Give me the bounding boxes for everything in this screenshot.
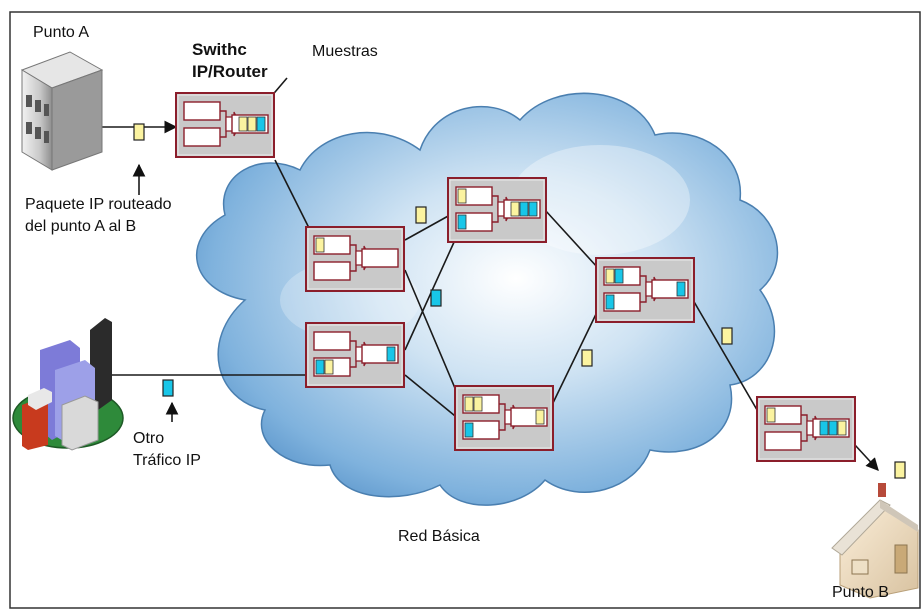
queued-packet [519,201,529,217]
packet-arrived-b [894,461,906,479]
muestras-label: Muestras [312,43,378,60]
queued-packet [535,409,545,425]
packet-in-transit [721,327,733,345]
queued-packet [510,201,520,217]
queued-packet [605,294,615,310]
outer-frame [9,11,921,609]
queued-packet [464,422,474,438]
queued-packet [614,268,624,284]
queued-packet [315,237,325,253]
router-2 [305,322,405,388]
queued-packet [828,420,838,436]
packet-in-transit [430,289,442,307]
router-entry [175,92,275,158]
paquete-label-line1: Paquete IP routeado [25,196,172,213]
packet-a-to-b [133,123,145,141]
city-buildings-icon [12,318,124,451]
otro-trafico-label-line1: Otro [133,430,165,447]
queued-packet [457,214,467,230]
queued-packet [819,420,829,436]
queued-packet [386,346,396,362]
queued-packet [766,407,776,423]
packet-in-transit [581,349,593,367]
paquete-label-line2: del punto A al B [25,218,137,235]
otro-trafico-label-line2: Tráfico IP [133,452,201,469]
punto-b-label: Punto B [832,584,889,601]
router-5 [595,257,695,323]
queued-packet [605,268,615,284]
queued-packet [324,359,334,375]
house-icon [831,483,919,599]
router-1 [305,226,405,292]
queued-packet [464,396,474,412]
queued-packet [837,420,847,436]
queued-packet [473,396,483,412]
router-4 [454,385,554,451]
red-basica-label: Red Básica [398,528,480,545]
queued-packet [676,281,686,297]
cloud-network [196,92,779,506]
queued-packet [256,116,266,132]
punto-a-label: Punto A [33,24,90,41]
switch-label-line1: Swithc [192,40,247,59]
packet-in-transit [415,206,427,224]
queued-packet [238,116,248,132]
queued-packet [528,201,538,217]
queued-packet [247,116,257,132]
queued-packet [315,359,325,375]
router-6 [756,396,856,462]
router-3 [447,177,547,243]
links [102,77,879,471]
office-building-icon [20,51,104,171]
queued-packet [457,188,467,204]
packet-otro-trafico [162,379,174,397]
switch-label-line2: IP/Router [192,62,268,81]
